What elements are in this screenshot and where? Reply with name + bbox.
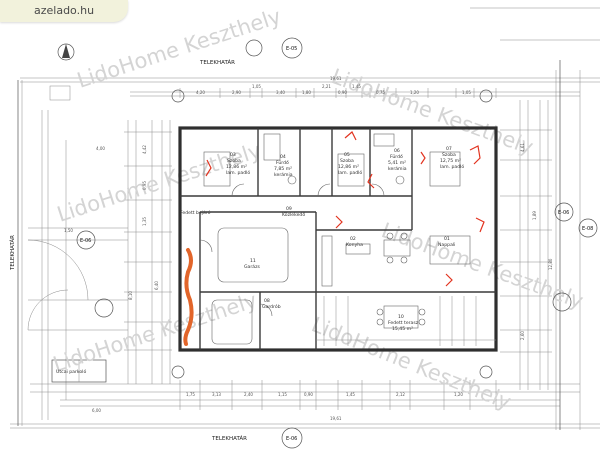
boundary-label-left: TELEKHATÁR bbox=[9, 235, 16, 271]
section-markers: E-05 E-06 E-06 E-06 E-08 bbox=[57, 37, 598, 449]
dim-right: 2,60 bbox=[520, 331, 525, 340]
room-area: 12,75 m² bbox=[440, 158, 461, 164]
dim-left: 1,35 bbox=[142, 217, 147, 226]
dim-top: 0,75 bbox=[376, 90, 385, 95]
dim-bottom: 0,90 bbox=[304, 392, 313, 397]
boundary-label-bottom: TELEKHATÁR bbox=[211, 435, 247, 442]
room-area: 12,86 m² bbox=[338, 164, 359, 170]
dim-left: 8,10 bbox=[128, 291, 133, 300]
dim-top: 2,90 bbox=[232, 90, 241, 95]
dim-top: 0,90 bbox=[338, 90, 347, 95]
room-name: Konyha bbox=[346, 242, 363, 248]
room-number: 03 bbox=[230, 152, 236, 158]
room-floor: kerámia bbox=[388, 165, 407, 172]
room-name: Szoba bbox=[442, 152, 456, 158]
dim-right: 12,80 bbox=[548, 258, 553, 270]
room-number: 07 bbox=[446, 146, 452, 152]
site-badge-text: azelado.hu bbox=[34, 4, 95, 17]
room-area: 5,41 m² bbox=[388, 160, 406, 166]
dim-outer: 6,00 bbox=[92, 408, 101, 413]
dim-bottom: 1,20 bbox=[454, 392, 463, 397]
dim-top: 4,20 bbox=[196, 90, 205, 95]
building bbox=[178, 126, 498, 352]
watermark-line: LidoHome Keszthely bbox=[378, 218, 586, 313]
section-mark-left: E-06 bbox=[80, 238, 91, 244]
watermark-line: LidoHome Keszthely bbox=[50, 288, 260, 377]
dim-top: 1,05 bbox=[252, 84, 261, 89]
room-number: 10 bbox=[398, 314, 404, 320]
room-name: Garázs bbox=[244, 263, 260, 270]
dim-top: 2,21 bbox=[322, 84, 331, 89]
room-name: Közlekedő bbox=[282, 212, 305, 218]
room-name: Gardrób bbox=[262, 303, 281, 310]
dim-bottom: 2,40 bbox=[244, 392, 253, 397]
dim-top: 1,05 bbox=[462, 90, 471, 95]
room-name: Szoba bbox=[340, 158, 354, 164]
room-name: Fürdő bbox=[390, 154, 403, 160]
section-mark-bottom: E-06 bbox=[286, 436, 297, 442]
parking-label: Utcai parkoló bbox=[56, 368, 86, 375]
watermark-line: LidoHome Keszthely bbox=[54, 138, 264, 227]
dim-left: 6,40 bbox=[154, 281, 159, 290]
dim-right: 1,89 bbox=[532, 211, 537, 220]
room-number: 11 bbox=[250, 258, 256, 264]
room-number: 09 bbox=[286, 206, 292, 212]
dim-bottom: 2,12 bbox=[396, 392, 405, 397]
section-mark-right2: E-08 bbox=[582, 226, 593, 232]
section-mark-top: E-05 bbox=[286, 46, 297, 52]
dimension-labels: 4,20 2,90 1,05 3,40 1,80 2,21 0,90 1,45 … bbox=[64, 76, 553, 421]
room-area: 12,86 m² bbox=[226, 164, 247, 170]
dim-bottom: 3,13 bbox=[212, 392, 221, 397]
room-number: 05 bbox=[344, 152, 350, 158]
dim-bottom: 1,15 bbox=[278, 392, 287, 397]
site-lines bbox=[10, 7, 600, 430]
room-number: 04 bbox=[280, 154, 286, 160]
room-number: 01 bbox=[444, 236, 450, 242]
entry-label: Fedett bejáró bbox=[180, 209, 211, 216]
room-number: 06 bbox=[394, 148, 400, 154]
dim-left: 4,42 bbox=[142, 145, 147, 154]
dim-bottom-total: 19,61 bbox=[330, 416, 342, 421]
section-mark-right: E-06 bbox=[558, 210, 569, 216]
room-floor: lam. padló bbox=[440, 163, 464, 170]
room-number: 02 bbox=[350, 236, 356, 242]
room-floor: lam. padló bbox=[226, 169, 250, 176]
dim-top: 3,40 bbox=[276, 90, 285, 95]
room-name: Fürdő bbox=[276, 160, 289, 166]
dim-bottom: 1,45 bbox=[346, 392, 355, 397]
dim-top: 1,45 bbox=[352, 84, 361, 89]
dim-top-total: 19,61 bbox=[330, 76, 342, 81]
dim-bottom: 1,75 bbox=[186, 392, 195, 397]
dim-outer: 1,50 bbox=[64, 228, 73, 233]
watermark: LidoHome Keszthely LidoHome Keszthely Li… bbox=[50, 4, 586, 414]
room-floor: lam. padló bbox=[338, 169, 362, 176]
room-name: Nappali bbox=[438, 242, 455, 248]
dim-top: 1,20 bbox=[410, 90, 419, 95]
dim-left: 0,95 bbox=[142, 181, 147, 190]
dim-top: 1,80 bbox=[302, 90, 311, 95]
room-name: Fedett terasz bbox=[388, 320, 419, 326]
room-name: Szoba bbox=[227, 158, 241, 164]
terrace-area: 15,45 m² bbox=[392, 326, 413, 332]
room-area: 7,85 m² bbox=[274, 166, 292, 172]
watermark-line: LidoHome Keszthely bbox=[328, 64, 536, 159]
room-floor: kerámia bbox=[274, 171, 293, 178]
boundary-label-top: TELEKHATÁR bbox=[199, 59, 235, 66]
site-badge[interactable]: azelado.hu bbox=[0, 0, 128, 22]
dim-right: 4,61 bbox=[520, 143, 525, 152]
room-number: 08 bbox=[264, 298, 270, 304]
room-labels: 03 Szoba 12,86 m² lam. padló 04 Fürdő 7,… bbox=[56, 146, 464, 375]
dim-outer: 4,00 bbox=[96, 146, 105, 151]
